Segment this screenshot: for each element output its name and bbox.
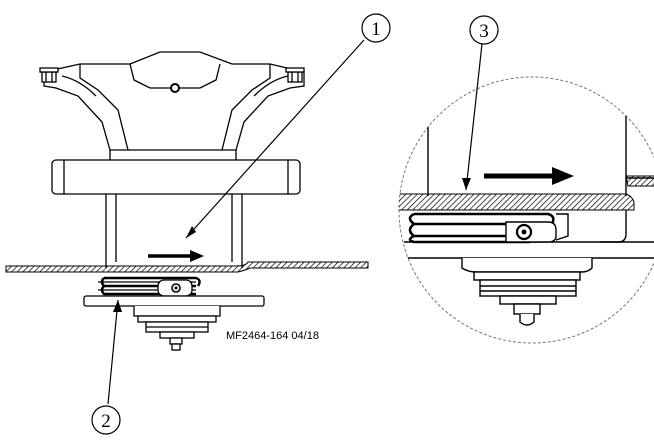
spring-coils [98, 276, 201, 297]
callout-3: 3 [462, 15, 499, 191]
mower-deck-plate [5, 261, 369, 273]
arrow-right-icon [484, 167, 574, 185]
lower-flange [83, 295, 265, 351]
top-housing [39, 51, 305, 151]
arrow-right-icon [148, 250, 204, 262]
spindle-body [105, 194, 243, 268]
callout-2-label: 2 [101, 411, 111, 432]
detail-magnified-view [398, 76, 654, 344]
callout-2: 2 [91, 299, 122, 435]
callout-1: 1 [185, 13, 391, 239]
main-assembly-view [5, 51, 369, 351]
callout-1-label: 1 [371, 19, 381, 40]
hub-ring [51, 150, 301, 195]
figure-code: MF2464-164 04/18 [226, 330, 319, 342]
callout-3-label: 3 [479, 21, 489, 42]
